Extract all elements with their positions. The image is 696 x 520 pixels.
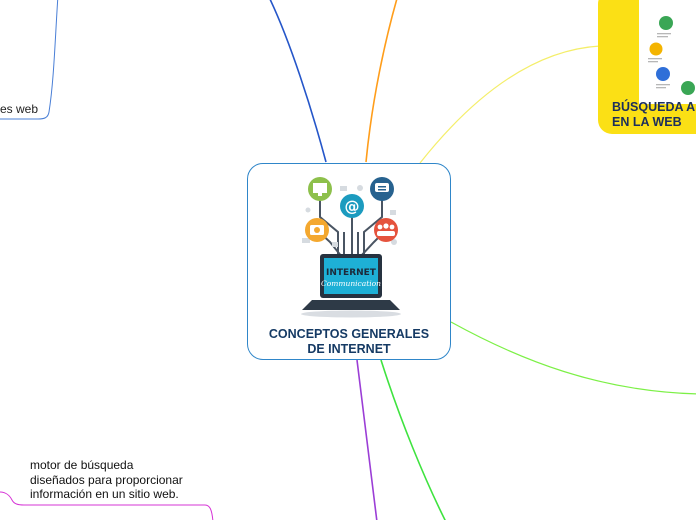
bottom-node-border: [0, 491, 214, 520]
laptop-text-internet: INTERNET: [326, 268, 377, 278]
topleft-node-label[interactable]: es web: [0, 102, 39, 116]
busqueda-web-node[interactable]: BÚSQUEDA A EN LA WEB: [598, 0, 696, 134]
central-topic-title: CONCEPTOS GENERALES DE INTERNET: [268, 327, 430, 356]
central-topic-node[interactable]: @ INTERNET Communication CONCEPTOS GENER…: [247, 163, 451, 360]
connector-blue: [269, 0, 327, 163]
people-icon: [374, 218, 398, 242]
at-sign-icon: [340, 194, 364, 218]
svg-text:@: @: [345, 198, 360, 216]
laptop-text-communication: Communication: [321, 279, 381, 288]
busqueda-web-title: BÚSQUEDA A EN LA WEB: [612, 100, 696, 129]
bottom-left-node-text[interactable]: motor de búsqueda diseñados para proporc…: [30, 458, 183, 501]
connector-orange: [365, 0, 398, 163]
connector-purple: [356, 359, 378, 520]
connector-yellow: [419, 45, 601, 164]
connector-light-green: [380, 359, 446, 520]
connector-green: [450, 321, 696, 395]
topleft-node-border: [0, 0, 59, 120]
internet-communication-illustration: @ INTERNET Communication: [301, 177, 401, 318]
infographic-thumbnail: [639, 0, 696, 104]
